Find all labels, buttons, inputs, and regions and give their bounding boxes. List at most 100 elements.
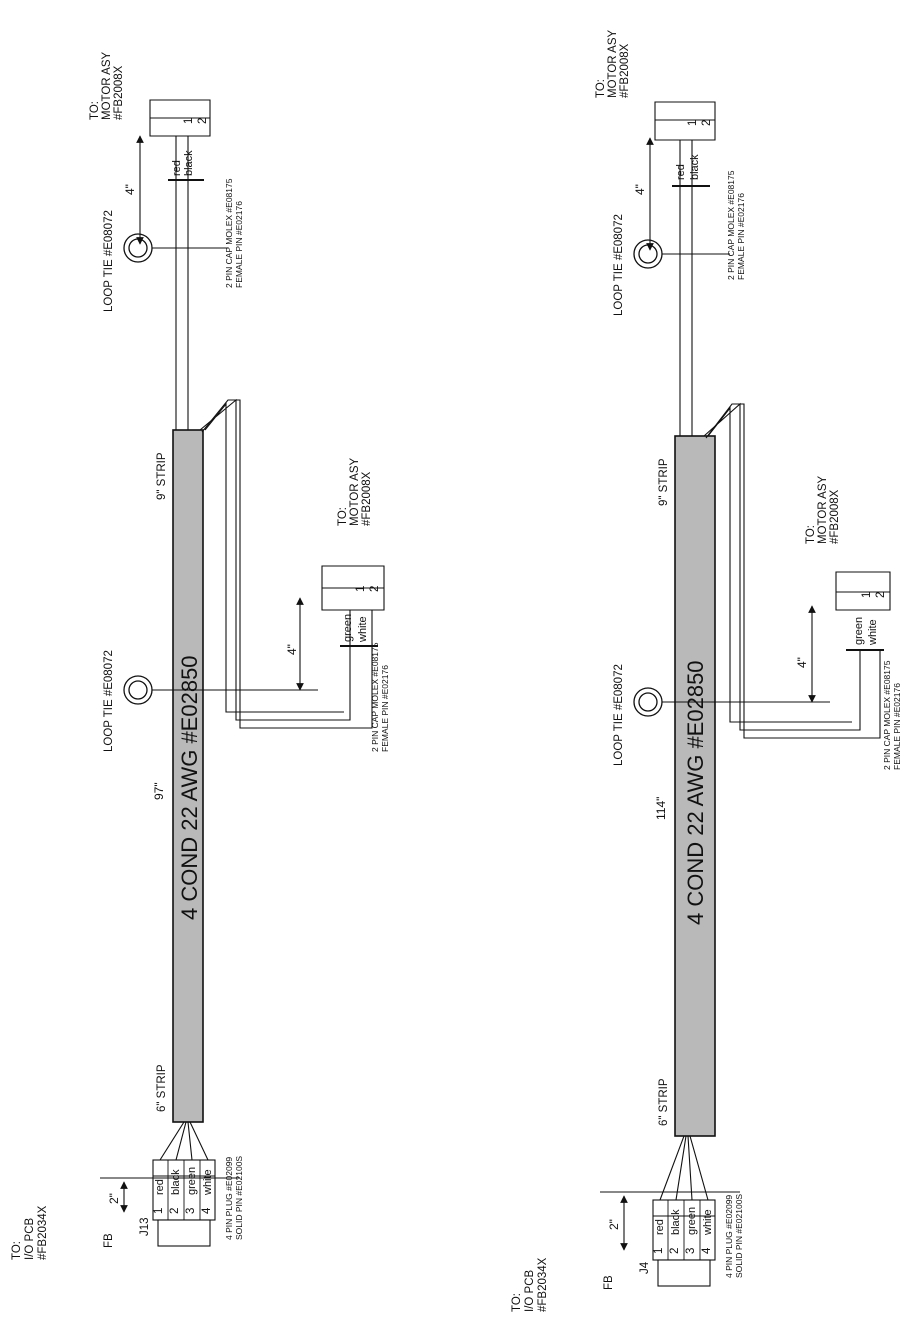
mid-length: 4" — [285, 644, 299, 655]
mid-wire-green: green — [853, 617, 865, 645]
loop-tie-mid-icon — [123, 675, 153, 705]
motor-mid-line2: #FB2008X — [361, 471, 373, 526]
top-cap-part: 2 PIN CAP MOLEX #E08175 — [726, 170, 736, 280]
pin-2: 2 — [169, 1208, 181, 1214]
connector-id: J4 — [639, 1261, 651, 1274]
pin-1: 1 — [653, 1248, 665, 1254]
motor-mid-line2: #FB2008X — [829, 489, 841, 544]
top-wire-red: red — [171, 160, 183, 176]
motor-top-line1: MOTOR ASY — [607, 30, 619, 98]
cap-body — [835, 571, 891, 611]
cable-label: 4 COND 22 AWG #E02850 — [683, 660, 708, 925]
cable-2 — [674, 435, 716, 1137]
mid-wire-white: white — [867, 619, 879, 646]
mid-wire-green: green — [342, 614, 354, 642]
motor-top-line1: MOTOR ASY — [101, 52, 113, 120]
wire-white: white — [702, 1209, 714, 1236]
wire-white: white — [202, 1169, 214, 1196]
wire-black: black — [170, 1169, 182, 1195]
board-label: FB — [603, 1275, 615, 1290]
mid-wire-loop-outer — [201, 399, 373, 729]
to-line-2: #FB2034X — [537, 1257, 549, 1312]
pin-2: 2 — [669, 1248, 681, 1254]
top-length: 4" — [633, 184, 647, 195]
top-pin-part: FEMALE PIN #E02176 — [736, 193, 746, 280]
loop-tie-icon — [123, 233, 153, 263]
mid-pin-2: 2 — [875, 592, 887, 598]
pin-1: 1 — [153, 1208, 165, 1214]
mid-wire-loop — [703, 402, 861, 731]
mid-pin-1: 1 — [861, 592, 873, 598]
strip-far: 9" STRIP — [658, 458, 670, 506]
pin-3: 3 — [185, 1208, 197, 1214]
strip-near: 6" STRIP — [658, 1078, 670, 1126]
wire-red: red — [654, 1219, 666, 1235]
plug-pin-part: SOLID PIN #E02100S — [234, 1156, 244, 1240]
cable-length: 97" — [152, 782, 166, 800]
plug-shell — [657, 1259, 711, 1287]
top-wire-black: black — [183, 150, 195, 176]
wire-green: green — [186, 1167, 198, 1195]
to-label: TO: — [511, 1293, 523, 1312]
motor-connector-top-1: 1 2 red black — [149, 99, 211, 181]
motor-mid-line1: MOTOR ASY — [817, 476, 829, 544]
mid-wire-white: white — [357, 616, 369, 643]
loop-tie-mid: LOOP TIE #E08072 — [103, 650, 115, 752]
top-pin-1: 1 — [687, 120, 699, 126]
motor-top-line2: #FB2008X — [619, 43, 631, 98]
motor-top-to: TO: — [595, 79, 607, 98]
loop-tie-mid-icon — [633, 687, 663, 717]
top-wire-pair — [175, 108, 189, 430]
plug-part: 4 PIN PLUG #E02099 — [724, 1195, 734, 1278]
to-pcb-label-2: TO: I/O PCB #FB2034X — [511, 1257, 549, 1312]
motor-connector-mid-2: 1 2 green white — [835, 571, 891, 651]
top-pin-1: 1 — [183, 118, 195, 124]
loop-tie-icon — [633, 239, 663, 269]
pin-3: 3 — [685, 1248, 697, 1254]
plug-length: 2" — [107, 1193, 121, 1204]
mid-pin-2: 2 — [369, 586, 381, 592]
plug-pin-part: SOLID PIN #E02100S — [734, 1194, 744, 1278]
cap-body — [654, 101, 716, 141]
motor-mid-to: TO: — [337, 507, 349, 526]
top-pin-2: 2 — [197, 118, 209, 124]
mid-pin-part: FEMALE PIN #E02176 — [892, 683, 902, 770]
mid-cap-part: 2 PIN CAP MOLEX #E08175 — [370, 642, 380, 752]
pin-4: 4 — [201, 1207, 213, 1214]
motor-connector-top-2: 1 2 red black — [654, 101, 716, 187]
mid-pin-1: 1 — [355, 586, 367, 592]
loop-tie-top: LOOP TIE #E08072 — [103, 210, 115, 312]
to-pcb-label-1: TO: I/O PCB #FB2034X — [11, 1205, 49, 1260]
motor-top-to: TO: — [89, 101, 101, 120]
connector-id: J13 — [139, 1217, 151, 1236]
motor-mid-line1: MOTOR ASY — [349, 458, 361, 526]
plug-shell — [157, 1219, 211, 1247]
wire-red: red — [154, 1179, 166, 1195]
top-length: 4" — [123, 184, 137, 195]
strip-near: 6" STRIP — [156, 1064, 168, 1112]
wire-green: green — [686, 1207, 698, 1235]
motor-top-line2: #FB2008X — [113, 65, 125, 120]
to-line-2: #FB2034X — [37, 1205, 49, 1260]
top-wire-black: black — [689, 154, 701, 180]
plug-length: 2" — [607, 1219, 621, 1230]
four-pin-plug-2: 1 2 3 4 red black green white FB J4 4 PI… — [603, 1194, 744, 1290]
mid-cap-part: 2 PIN CAP MOLEX #E08175 — [882, 660, 892, 770]
top-pin-2: 2 — [701, 120, 713, 126]
harness-2: TO: I/O PCB #FB2034X 1 2 3 4 red black g… — [511, 30, 902, 1312]
to-line-1: I/O PCB — [24, 1217, 36, 1260]
wire-black: black — [670, 1209, 682, 1235]
plug-part: 4 PIN PLUG #E02099 — [224, 1157, 234, 1240]
mid-wire-loop — [199, 398, 351, 721]
cable-length: 114" — [654, 797, 668, 820]
plug-fan — [159, 1121, 209, 1161]
board-label: FB — [103, 1233, 115, 1248]
top-wire-red: red — [675, 164, 687, 180]
strip-far: 9" STRIP — [156, 452, 168, 500]
top-cap-part: 2 PIN CAP MOLEX #E08175 — [224, 178, 234, 288]
four-pin-plug-1: 1 2 3 4 red black green white FB J13 4 P… — [103, 1156, 244, 1248]
mid-length: 4" — [795, 657, 809, 668]
loop-tie-mid: LOOP TIE #E08072 — [613, 664, 625, 766]
